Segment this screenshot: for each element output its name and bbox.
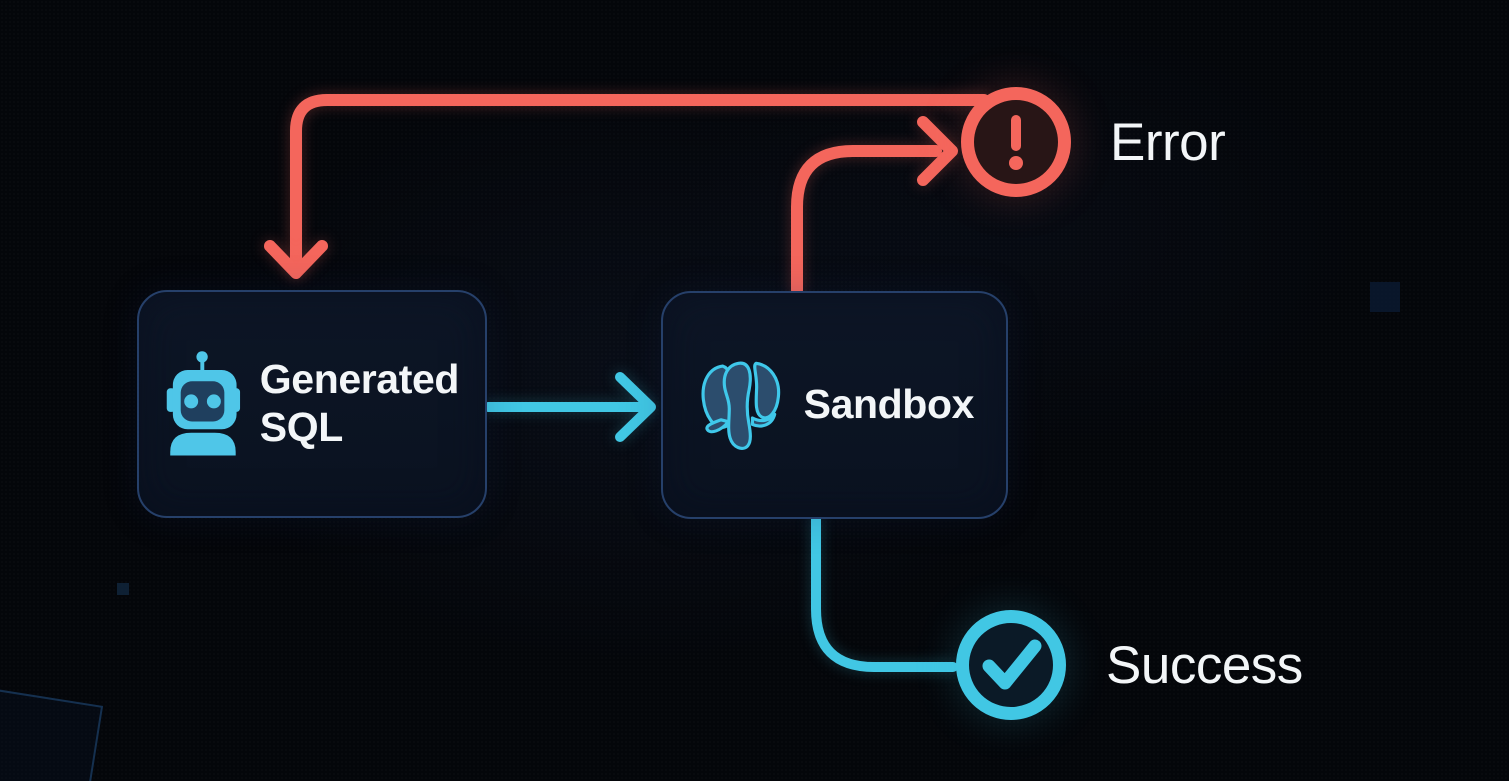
background-square-decoration [1370, 282, 1400, 312]
node-generated-sql: Generated SQL [137, 290, 487, 518]
error-label: Error [1110, 112, 1226, 172]
error-badge [961, 87, 1071, 197]
edge-sandbox-to-error [791, 145, 942, 296]
edge-sandbox-to-success [811, 513, 958, 672]
arrowhead-right-icon [615, 372, 656, 442]
success-badge [956, 610, 1066, 720]
exclamation-icon [1009, 115, 1023, 170]
node-label-sandbox: Sandbox [803, 381, 975, 428]
success-label: Success [1106, 635, 1303, 695]
arrowhead-right-icon [917, 116, 958, 186]
node-sandbox: Sandbox [661, 291, 1008, 519]
node-label-generated-sql: Generated SQL [259, 356, 460, 450]
checkmark-icon [982, 639, 1042, 690]
background-square-decoration [117, 583, 129, 595]
postgresql-elephant-icon [701, 361, 781, 450]
arrowhead-down-icon [264, 240, 328, 279]
robot-icon [166, 351, 241, 456]
edge-error-to-generated-sql [290, 94, 990, 274]
